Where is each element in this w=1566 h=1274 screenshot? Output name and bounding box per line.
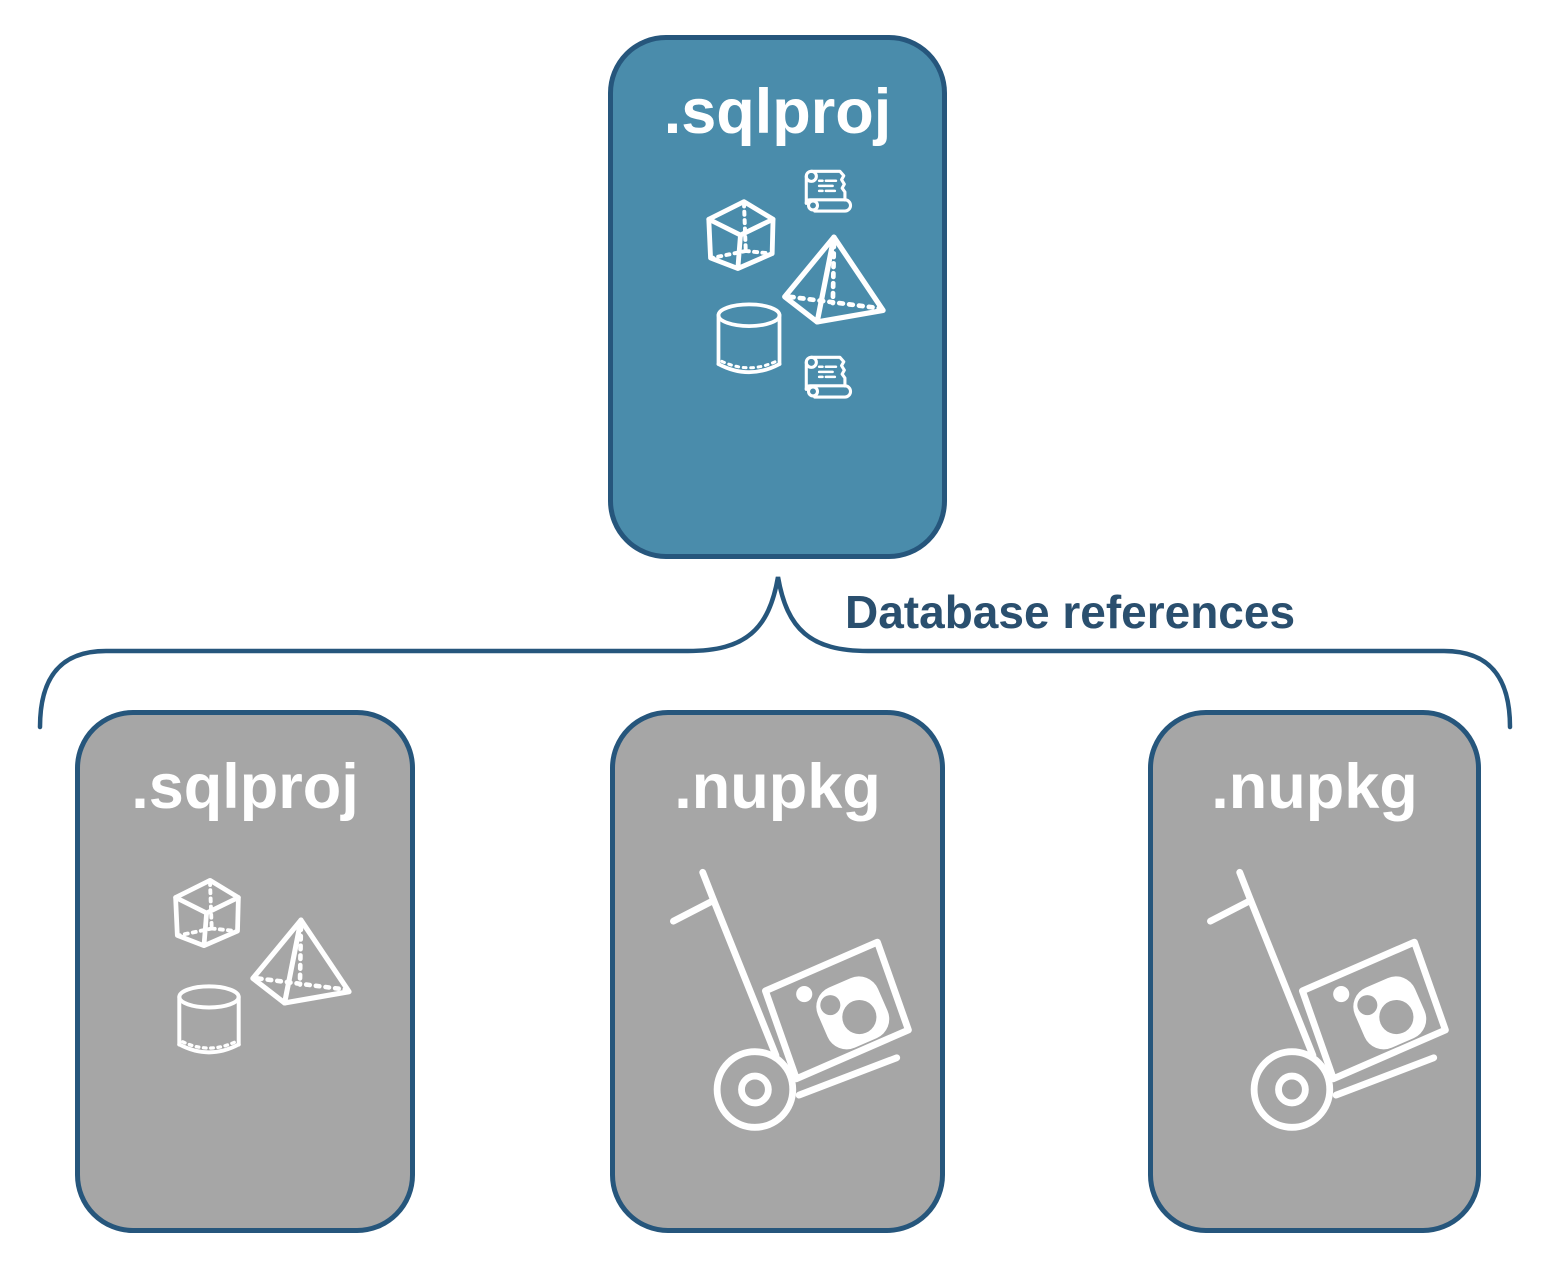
database-cylinder-icon [177, 984, 241, 1055]
node-child-sqlproj: .sqlproj [75, 710, 415, 1233]
nuget-dolly-icon [1207, 868, 1449, 1131]
script-scroll-icon [804, 355, 852, 399]
cube-icon [173, 877, 241, 949]
script-scroll-icon [804, 169, 852, 213]
cube-icon [706, 199, 776, 271]
node-root-sqlproj: .sqlproj [608, 35, 947, 559]
node-child-nupkg: .nupkg [1148, 710, 1481, 1233]
nuget-dolly-icon [670, 868, 912, 1131]
pyramid-icon [250, 917, 352, 1006]
pyramid-icon [782, 234, 886, 325]
node-title: .sqlproj [131, 752, 359, 822]
node-title: .nupkg [674, 752, 881, 822]
database-cylinder-icon [716, 302, 782, 374]
node-title: .nupkg [1211, 752, 1418, 822]
node-child-nupkg: .nupkg [610, 710, 945, 1233]
connector-label: Database references [845, 586, 1296, 638]
node-title: .sqlproj [663, 77, 892, 147]
